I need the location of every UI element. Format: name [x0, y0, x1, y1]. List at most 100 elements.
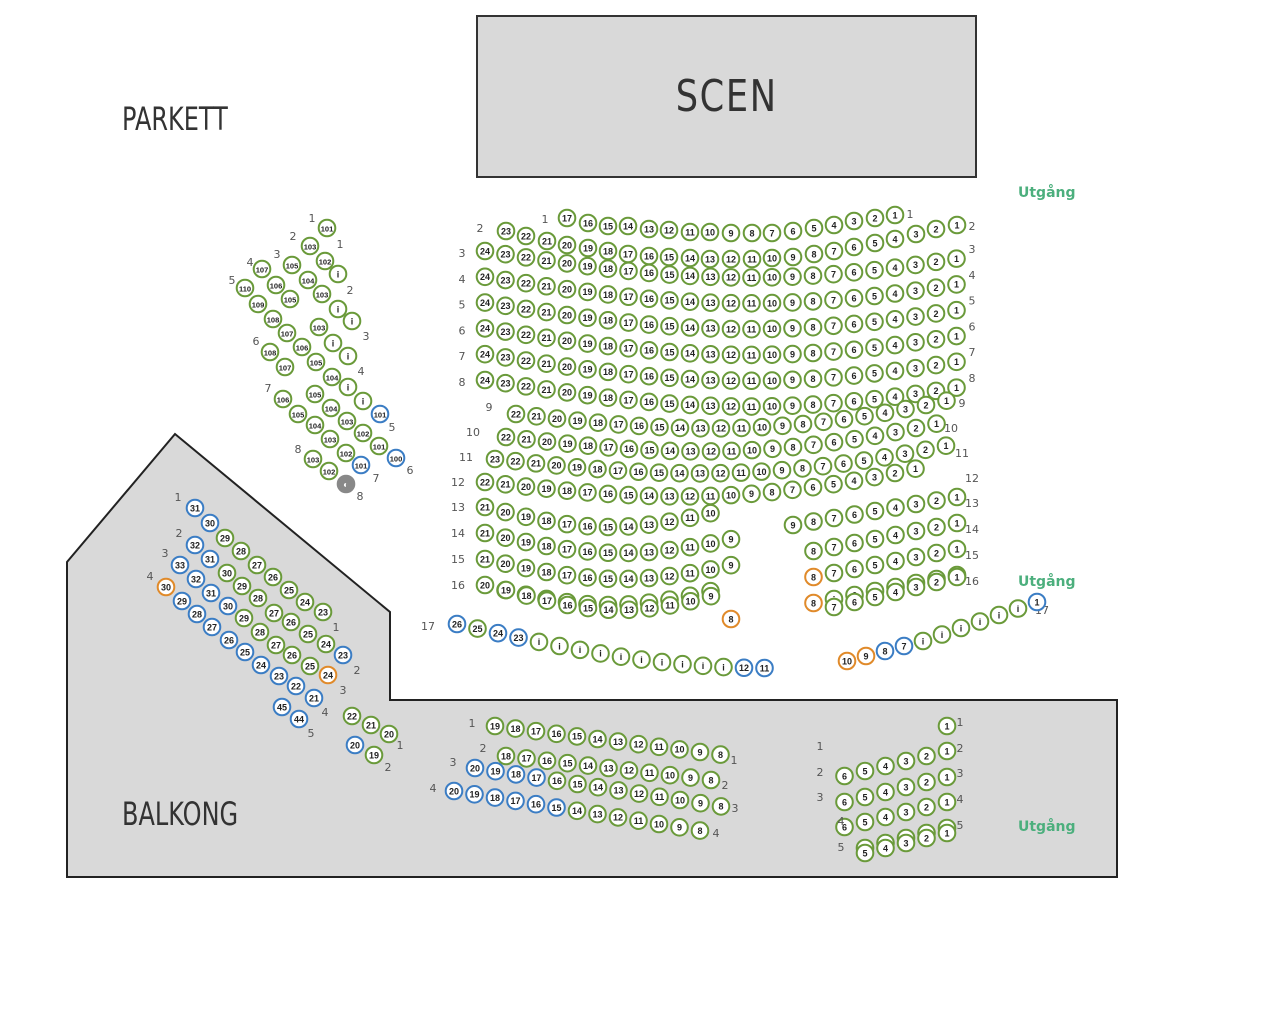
seat-21[interactable]: 21 [304, 688, 324, 708]
seat-102[interactable]: 102 [353, 423, 373, 443]
seat-15[interactable]: 15 [598, 569, 618, 589]
seat-14[interactable]: 14 [680, 395, 700, 415]
seat-12[interactable]: 12 [660, 540, 679, 560]
seat-6[interactable]: 6 [835, 817, 854, 837]
seat-7[interactable]: 7 [804, 435, 823, 455]
seat-17[interactable]: 17 [599, 438, 618, 457]
seat-15[interactable]: 15 [578, 598, 598, 618]
seat-2[interactable]: 2 [916, 395, 936, 415]
seat-18[interactable]: 18 [506, 719, 525, 738]
seat-10[interactable]: 10 [762, 345, 782, 365]
seat-20[interactable]: 20 [557, 383, 577, 402]
seat-11[interactable]: 11 [640, 763, 659, 783]
seat-12[interactable]: 12 [629, 784, 649, 803]
seat-10[interactable]: 10 [701, 534, 720, 553]
seat-4[interactable]: 4 [876, 756, 895, 776]
seat-11[interactable]: 11 [742, 319, 761, 339]
seat-20[interactable]: 20 [379, 724, 399, 744]
seat-110[interactable]: 110 [235, 278, 255, 298]
seat-17[interactable]: 17 [619, 364, 638, 384]
seat-11[interactable]: 11 [680, 563, 700, 583]
seat-8[interactable]: 8 [690, 821, 710, 840]
seat-28[interactable]: 28 [187, 604, 207, 624]
seat-i[interactable]: i [570, 640, 590, 660]
seat-6[interactable]: 6 [844, 237, 864, 257]
seat-i[interactable]: i [338, 346, 358, 366]
seat-30[interactable]: 30 [156, 577, 176, 597]
seat-12[interactable]: 12 [619, 761, 639, 780]
seat-19[interactable]: 19 [578, 282, 597, 302]
seat-1[interactable]: 1 [936, 436, 956, 456]
seat-6[interactable]: 6 [834, 409, 854, 429]
seat-104[interactable]: 104 [298, 270, 318, 290]
seat-109[interactable]: 109 [248, 294, 268, 314]
seat-9[interactable]: 9 [772, 460, 792, 480]
seat-14[interactable]: 14 [618, 216, 638, 236]
seat-8[interactable]: 8 [793, 414, 813, 434]
seat-20[interactable]: 20 [345, 735, 365, 755]
seat-3[interactable]: 3 [906, 281, 925, 301]
seat-11[interactable]: 11 [649, 737, 669, 757]
seat-16[interactable]: 16 [526, 794, 546, 814]
seat-25[interactable]: 25 [279, 580, 299, 600]
seat-4[interactable]: 4 [875, 448, 894, 467]
seat-9[interactable]: 9 [742, 484, 761, 504]
seat-103[interactable]: 103 [300, 236, 320, 256]
seat-13[interactable]: 13 [690, 464, 710, 483]
seat-2[interactable]: 2 [927, 491, 946, 510]
seat-101[interactable]: 101 [369, 436, 389, 456]
seat-1[interactable]: 1 [947, 513, 967, 533]
seat-6[interactable]: 6 [845, 505, 864, 524]
seat-23[interactable]: 23 [333, 645, 353, 665]
seat-11[interactable]: 11 [660, 596, 680, 615]
seat-7[interactable]: 7 [824, 537, 844, 557]
seat-7[interactable]: 7 [824, 342, 843, 361]
seat-14[interactable]: 14 [567, 801, 587, 821]
seat-1[interactable]: 1 [947, 300, 966, 320]
seat-24[interactable]: 24 [488, 623, 508, 643]
seat-12[interactable]: 12 [608, 808, 628, 827]
seat-9[interactable]: 9 [721, 555, 741, 575]
seat-20[interactable]: 20 [537, 432, 557, 451]
seat-5[interactable]: 5 [855, 787, 875, 807]
seat-◐[interactable]: ◐ [336, 474, 356, 494]
seat-45[interactable]: 45 [272, 697, 292, 717]
seat-9[interactable]: 9 [681, 768, 700, 787]
seat-20[interactable]: 20 [465, 758, 485, 778]
seat-9[interactable]: 9 [783, 293, 802, 312]
seat-2[interactable]: 2 [926, 355, 946, 375]
seat-4[interactable]: 4 [824, 215, 844, 235]
seat-11[interactable]: 11 [732, 418, 751, 438]
seat-10[interactable]: 10 [670, 790, 690, 810]
seat-26[interactable]: 26 [281, 612, 301, 632]
seat-24[interactable]: 24 [475, 319, 495, 338]
seat-20[interactable]: 20 [475, 575, 495, 595]
seat-18[interactable]: 18 [485, 788, 505, 807]
seat-10[interactable]: 10 [742, 440, 762, 460]
seat-4[interactable]: 4 [885, 258, 905, 278]
seat-7[interactable]: 7 [824, 393, 843, 413]
seat-22[interactable]: 22 [286, 676, 306, 696]
seat-20[interactable]: 20 [496, 554, 515, 573]
seat-17[interactable]: 17 [619, 261, 638, 281]
seat-3[interactable]: 3 [906, 384, 925, 404]
seat-i[interactable]: i [550, 636, 569, 656]
seat-i[interactable]: i [932, 625, 952, 644]
seat-22[interactable]: 22 [516, 226, 536, 246]
seat-19[interactable]: 19 [578, 334, 597, 353]
seat-16[interactable]: 16 [639, 246, 659, 266]
seat-15[interactable]: 15 [660, 291, 679, 310]
seat-17[interactable]: 17 [527, 768, 546, 787]
seat-27[interactable]: 27 [264, 603, 284, 623]
seat-11[interactable]: 11 [731, 463, 751, 482]
seat-15[interactable]: 15 [649, 463, 669, 482]
seat-18[interactable]: 18 [506, 765, 526, 784]
seat-102[interactable]: 102 [319, 461, 339, 481]
seat-i[interactable]: i [673, 654, 692, 674]
seat-103[interactable]: 103 [320, 429, 340, 449]
seat-2[interactable]: 2 [865, 208, 885, 228]
seat-6[interactable]: 6 [844, 392, 864, 411]
seat-21[interactable]: 21 [537, 354, 556, 373]
seat-13[interactable]: 13 [639, 515, 659, 534]
seat-102[interactable]: 102 [315, 251, 335, 271]
